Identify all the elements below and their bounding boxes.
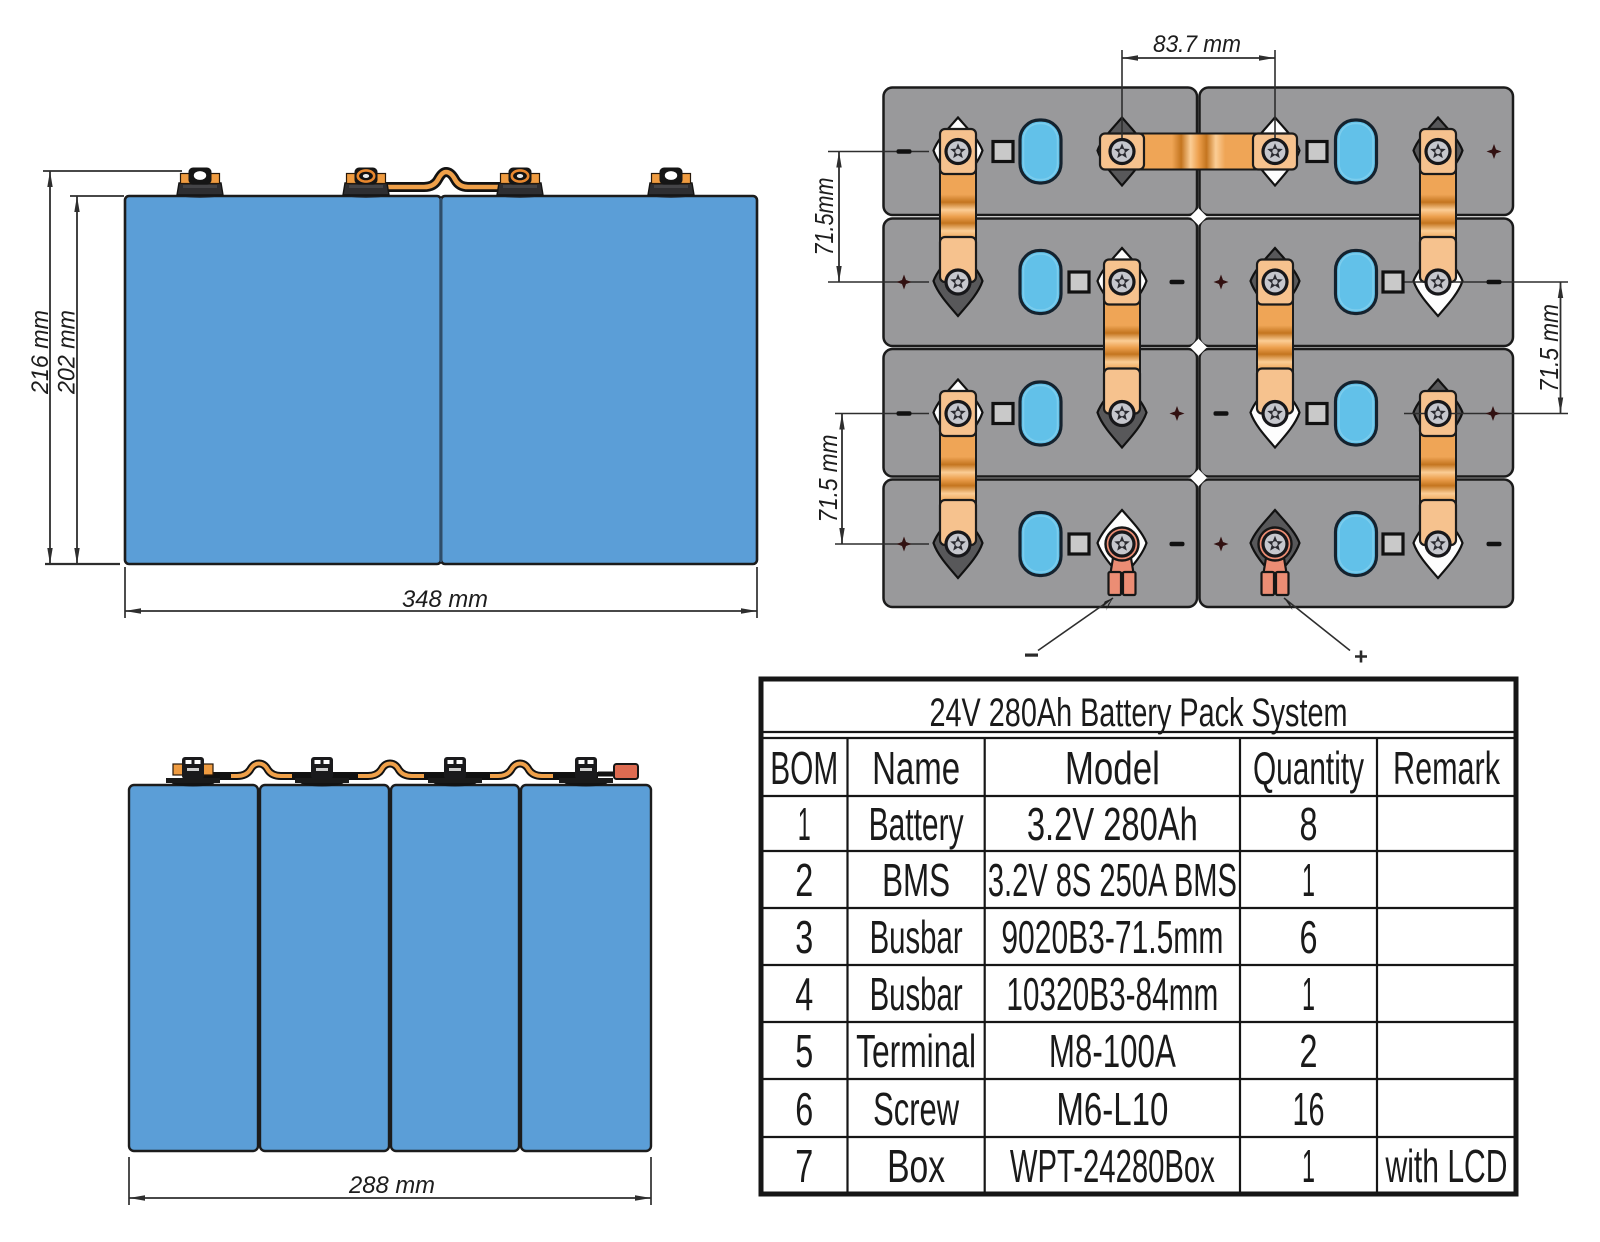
svg-text:216 mm: 216 mm <box>27 310 54 395</box>
svg-text:Busbar: Busbar <box>870 968 963 1020</box>
svg-text:202 mm: 202 mm <box>54 310 81 395</box>
svg-text:Quantity: Quantity <box>1253 742 1364 794</box>
svg-text:71.5 mm: 71.5 mm <box>1534 304 1564 392</box>
svg-text:1: 1 <box>1302 968 1315 1020</box>
svg-text:24V 280Ah Battery Pack System: 24V 280Ah Battery Pack System <box>930 691 1348 735</box>
svg-text:4: 4 <box>795 968 813 1020</box>
svg-text:BOM: BOM <box>770 742 838 794</box>
svg-text:1: 1 <box>798 798 811 850</box>
svg-text:8: 8 <box>1300 798 1318 850</box>
svg-text:2: 2 <box>1300 1025 1318 1077</box>
svg-text:Busbar: Busbar <box>870 911 963 963</box>
svg-text:BMS: BMS <box>882 854 950 906</box>
svg-text:WPT-24280Box: WPT-24280Box <box>1010 1140 1215 1192</box>
svg-text:9020B3-71.5mm: 9020B3-71.5mm <box>1001 911 1223 963</box>
svg-text:1: 1 <box>1302 854 1315 906</box>
svg-text:71.5 mm: 71.5 mm <box>813 435 843 523</box>
svg-text:2: 2 <box>795 854 813 906</box>
svg-text:M8-100A: M8-100A <box>1049 1025 1176 1077</box>
svg-text:3.2V 8S 250A BMS: 3.2V 8S 250A BMS <box>988 854 1237 906</box>
svg-text:M6-L10: M6-L10 <box>1056 1083 1168 1135</box>
svg-text:6: 6 <box>1300 911 1318 963</box>
svg-text:16: 16 <box>1293 1083 1325 1135</box>
svg-text:Name: Name <box>872 742 960 794</box>
svg-text:7: 7 <box>795 1140 813 1192</box>
svg-text:Box: Box <box>887 1140 945 1192</box>
svg-text:348 mm: 348 mm <box>402 586 488 613</box>
svg-text:3.2V 280Ah: 3.2V 280Ah <box>1027 798 1198 850</box>
svg-text:10320B3-84mm: 10320B3-84mm <box>1006 968 1218 1020</box>
svg-text:288 mm: 288 mm <box>348 1172 435 1199</box>
svg-text:71.5mm: 71.5mm <box>809 178 839 256</box>
svg-text:Model: Model <box>1065 742 1160 794</box>
svg-text:1: 1 <box>1302 1140 1315 1192</box>
svg-text:83.7 mm: 83.7 mm <box>1153 31 1241 58</box>
svg-text:Terminal: Terminal <box>856 1025 976 1077</box>
svg-text:3: 3 <box>795 911 813 963</box>
svg-text:Battery: Battery <box>869 798 964 850</box>
svg-text:6: 6 <box>795 1083 813 1135</box>
svg-text:Screw: Screw <box>873 1083 960 1135</box>
svg-text:with LCD: with LCD <box>1385 1140 1508 1192</box>
svg-text:5: 5 <box>795 1025 813 1077</box>
svg-text:Remark: Remark <box>1393 742 1501 794</box>
